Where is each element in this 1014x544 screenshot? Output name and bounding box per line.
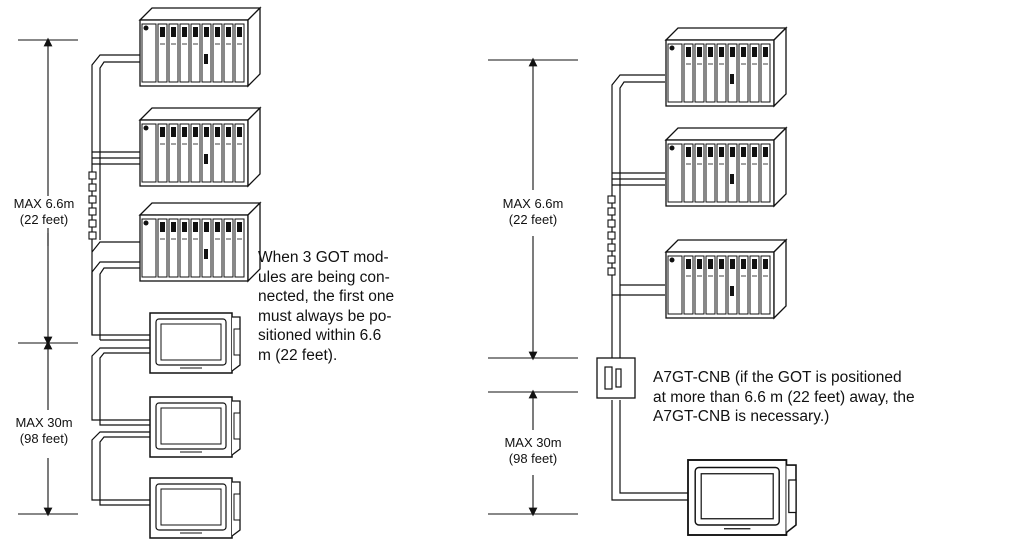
right-plc-3 — [665, 239, 787, 319]
a7gt-cnb-unit — [596, 357, 636, 399]
right-dim-upper-label: MAX 6.6m (22 feet) — [488, 196, 578, 228]
left-got-1 — [149, 312, 241, 374]
left-got-2 — [149, 396, 241, 458]
right-got — [687, 459, 797, 536]
right-plc-2 — [665, 127, 787, 207]
right-plc-1 — [665, 27, 787, 107]
right-note: A7GT-CNB (if the GOT is positioned at mo… — [653, 369, 915, 425]
right-dashed-connector — [607, 195, 616, 276]
left-plc-1 — [139, 7, 261, 87]
left-dim-lower-label: MAX 30m (98 feet) — [4, 415, 84, 447]
left-plc-2 — [139, 107, 261, 187]
right-cables — [611, 74, 688, 501]
left-plc-3 — [139, 202, 261, 282]
right-dimension-lines — [488, 57, 578, 517]
left-cables — [91, 54, 150, 506]
left-got-3 — [149, 477, 241, 539]
left-dashed-connector — [88, 171, 97, 240]
left-note: When 3 GOT mod- ules are being con- nect… — [258, 249, 395, 364]
left-dim-upper-label: MAX 6.6m (22 feet) — [2, 196, 86, 228]
right-dim-lower-label: MAX 30m (98 feet) — [490, 435, 576, 467]
